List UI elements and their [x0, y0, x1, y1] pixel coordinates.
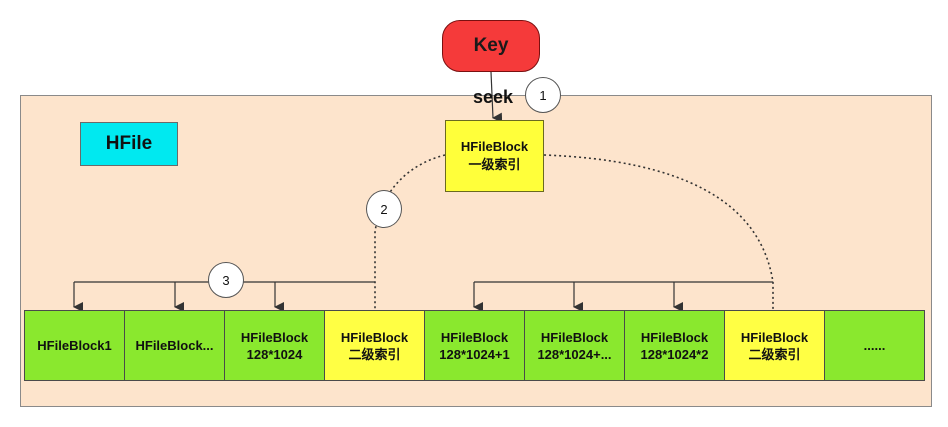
block-title: HFileBlock...	[135, 338, 214, 353]
key-node: Key	[442, 20, 540, 72]
block-title: HFileBlock	[240, 329, 309, 345]
block-subtitle: 128*1024+1	[439, 346, 510, 362]
root-index-block-subtitle: 一级索引	[468, 157, 521, 172]
step-badge-2: 2	[366, 190, 402, 228]
block-1: HFileBlock1	[24, 310, 125, 381]
block-title: HFileBlock	[640, 329, 709, 345]
block-7: HFileBlock 128*1024*2	[624, 310, 725, 381]
block-title: ......	[863, 338, 886, 353]
step-badge-3: 3	[208, 262, 244, 298]
block-subtitle: 二级索引	[348, 346, 401, 362]
block-9-more: ......	[824, 310, 925, 381]
block-subtitle: 128*1024+...	[537, 346, 612, 362]
block-4-second-level-index: HFileBlock 二级索引	[324, 310, 425, 381]
block-3: HFileBlock 128*1024	[224, 310, 325, 381]
block-subtitle: 128*1024*2	[640, 346, 709, 362]
root-index-block-title: HFileBlock	[460, 139, 529, 154]
block-title: HFileBlock	[440, 329, 509, 345]
block-8-second-level-index: HFileBlock 二级索引	[724, 310, 825, 381]
block-title: HFileBlock	[540, 329, 609, 345]
block-subtitle: 128*1024	[246, 346, 303, 362]
block-title: HFileBlock1	[37, 338, 112, 353]
seek-label: seek	[472, 87, 514, 107]
block-title: HFileBlock	[740, 329, 809, 345]
seek-arrow	[490, 71, 503, 123]
index-link-left	[374, 154, 446, 310]
block-6: HFileBlock 128*1024+...	[524, 310, 625, 381]
block-2: HFileBlock...	[124, 310, 225, 381]
block-title: HFileBlock	[340, 329, 409, 345]
root-index-block: HFileBlock 一级索引	[445, 120, 544, 192]
hfile-label: HFile	[80, 122, 178, 166]
block-subtitle: 二级索引	[748, 346, 801, 362]
block-5: HFileBlock 128*1024+1	[424, 310, 525, 381]
step-badge-1: 1	[525, 77, 561, 113]
index-link-right	[543, 154, 774, 310]
